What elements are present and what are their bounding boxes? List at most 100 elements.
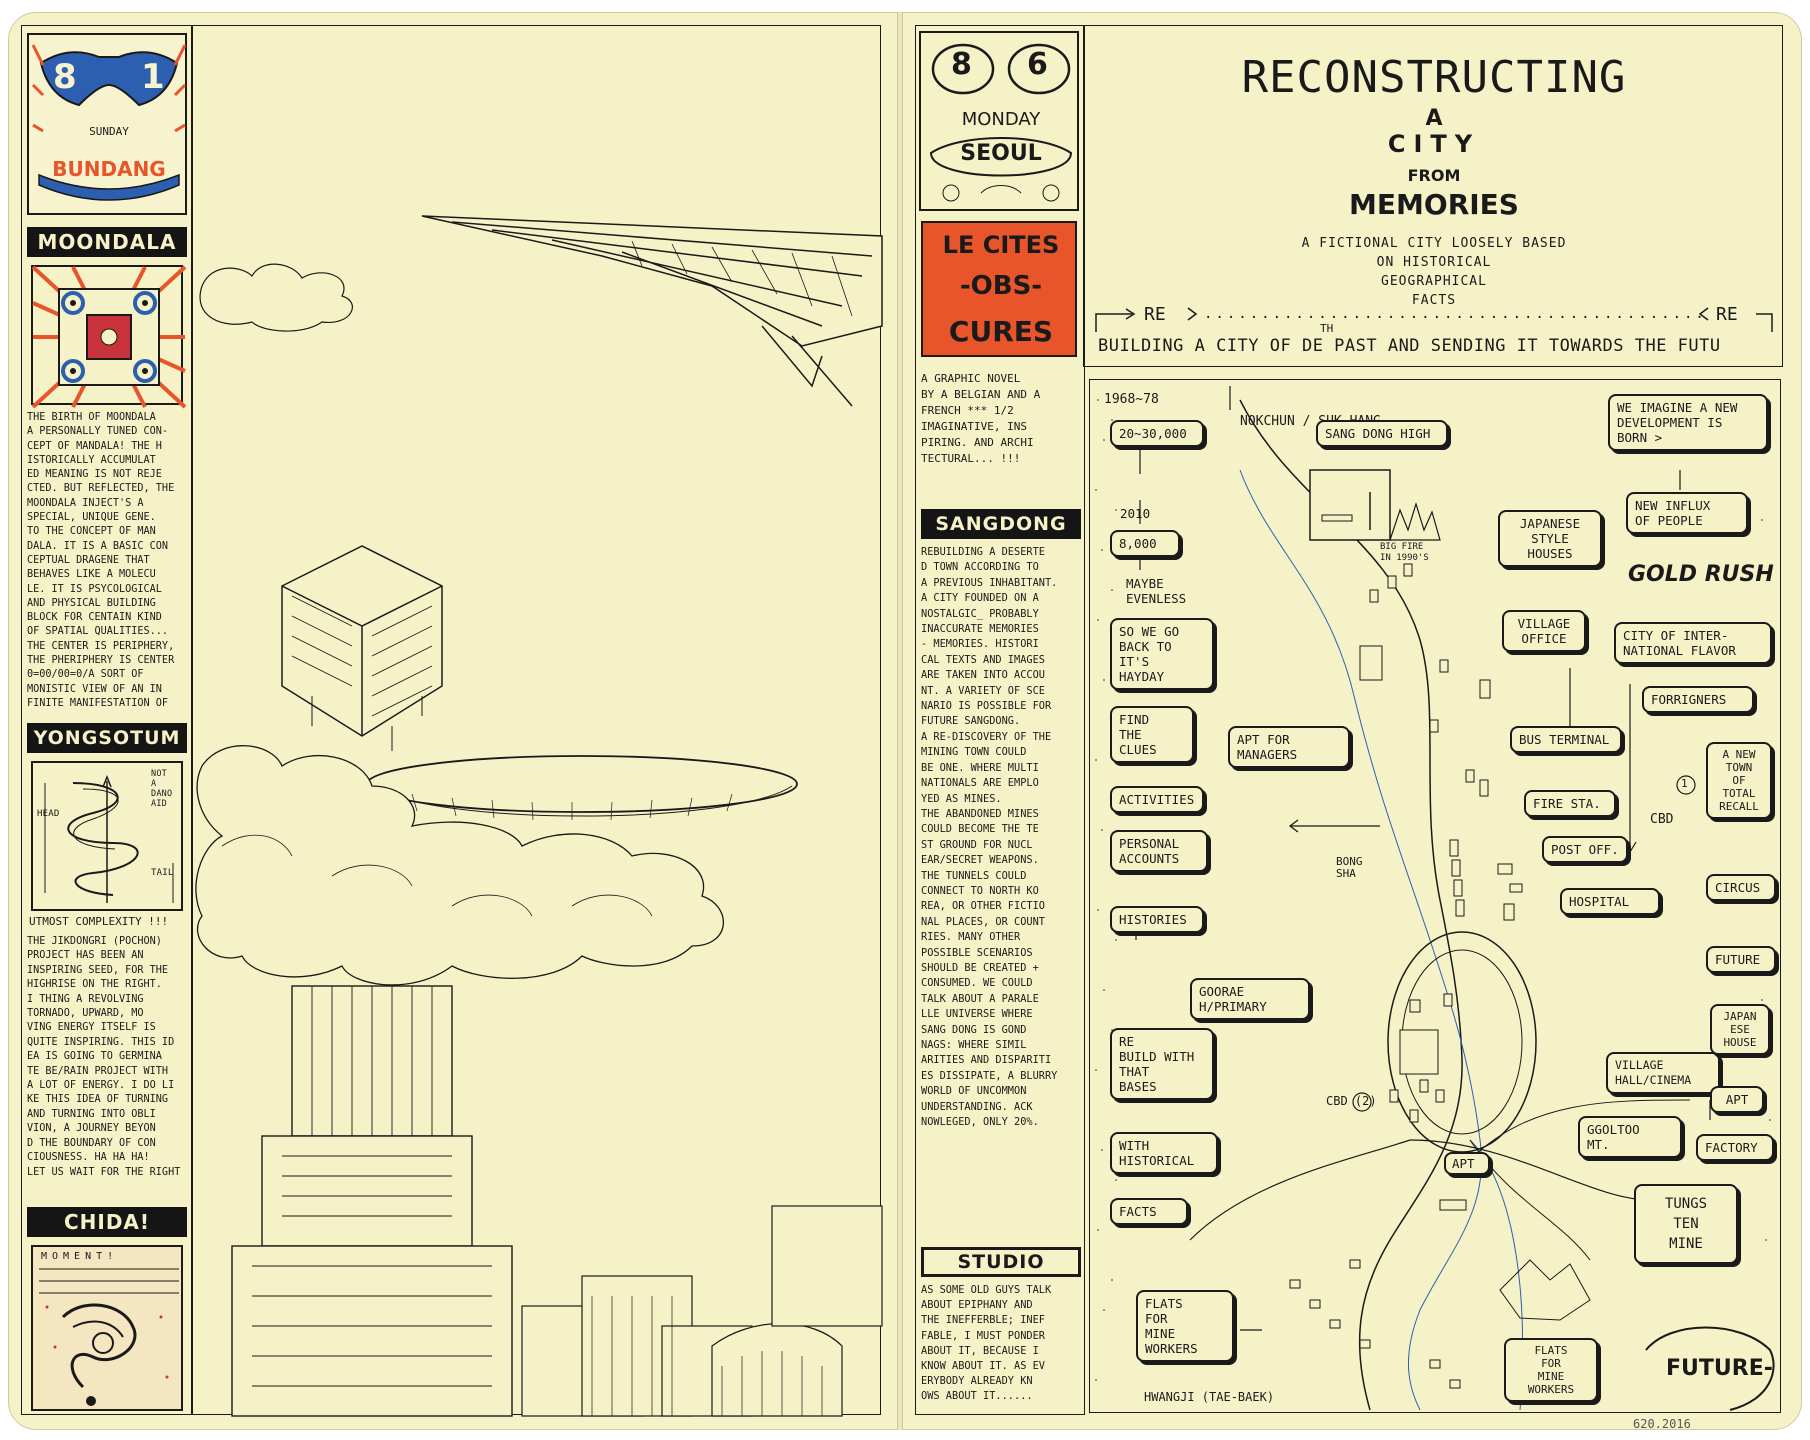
- illustration-frame: [191, 25, 883, 1417]
- seoul-label: SEOUL: [960, 141, 1042, 166]
- village-hall-label[interactable]: VILLAGE HALL/CINEMA: [1606, 1052, 1720, 1094]
- yongsotum-heading: YONGSOTUM: [27, 723, 187, 753]
- title-reconstructing: RECONSTRUCTING: [1241, 52, 1627, 103]
- gold-rush-label: GOLD RUSH: [1628, 562, 1774, 587]
- hospital-label[interactable]: HOSPITAL: [1560, 888, 1660, 915]
- total-recall-label[interactable]: A NEW TOWN OF TOTAL RECALL: [1706, 742, 1772, 819]
- new-development-label[interactable]: WE IMAGINE A NEW DEVELOPMENT IS BORN >: [1608, 394, 1768, 451]
- circus-label[interactable]: CIRCUS: [1706, 874, 1776, 901]
- village-office-label[interactable]: VILLAGE OFFICE: [1502, 610, 1586, 652]
- future-swoosh-label: FUTURE-: [1666, 1356, 1773, 1381]
- post-office-label[interactable]: POST OFF.: [1542, 836, 1628, 863]
- timeline-rebuild[interactable]: RE BUILD WITH THAT BASES: [1110, 1028, 1214, 1100]
- date-badge-monday: 8 6 MONDAY SEOUL: [919, 31, 1079, 211]
- sangdong-text: REBUILDING A DESERTE D TOWN ACCORDING TO…: [921, 546, 1058, 1129]
- chida-heading: CHIDA!: [27, 1207, 187, 1237]
- factory-label[interactable]: FACTORY: [1696, 1134, 1774, 1161]
- tungsten-mine-label[interactable]: TUNGS TEN MINE: [1634, 1184, 1738, 1264]
- apt-managers-label[interactable]: APT for MANAGERS: [1228, 726, 1350, 768]
- le-cites-line3: CURES: [948, 315, 1054, 348]
- ggoltoo-label[interactable]: GGOLTOO MT.: [1578, 1116, 1682, 1158]
- fire-station-label[interactable]: FIRE STA.: [1524, 790, 1616, 817]
- foreigners-label[interactable]: FORRIGNERS: [1642, 686, 1754, 713]
- timeline-8000[interactable]: 8,000: [1110, 530, 1180, 557]
- timeline-with-historical[interactable]: WITH HISTORICAL: [1110, 1132, 1218, 1174]
- apt-center-label[interactable]: APT: [1444, 1152, 1490, 1175]
- left-column-frame: [21, 25, 193, 1415]
- moondala-drawing: [31, 265, 187, 409]
- re-right: RE: [1716, 304, 1738, 325]
- big-fire-label: BIG FIRE IN 1990'S: [1380, 542, 1429, 563]
- future-box-label[interactable]: FUTURE: [1706, 946, 1776, 973]
- japanese-houses-label[interactable]: JAPANESE STYLE HOUSES: [1498, 510, 1602, 567]
- bus-terminal-label[interactable]: BUS TERMINAL: [1510, 726, 1622, 753]
- right-column-frame: [915, 25, 1085, 1415]
- new-influx-label[interactable]: NEW INFLUX OF PEOPLE: [1626, 492, 1748, 534]
- le-cites-obscures-title: LE CITES -OBS- CURES: [921, 221, 1077, 357]
- chida-drawing: MOMENT!: [31, 1245, 183, 1411]
- catalog-number: 620.2016: [1633, 1417, 1691, 1431]
- tagline-th: TH: [1320, 322, 1334, 335]
- title-block: RECONSTRUCTING A CITY FROM MEMORIES A FI…: [1083, 25, 1783, 367]
- re-arrows: [1095, 307, 1773, 332]
- seoul-badge-drawing: [929, 43, 1073, 202]
- title-a: A: [1425, 106, 1443, 131]
- dotted-connector: ........................................…: [1204, 306, 1704, 322]
- apt-right-label[interactable]: APT: [1710, 1086, 1764, 1113]
- weekday-label: SUNDAY: [89, 125, 129, 138]
- cbd-1-label: 1: [1681, 777, 1688, 790]
- title-memories: MEMORIES: [1349, 188, 1519, 221]
- cbd-2-label: CBD (2): [1326, 1094, 1377, 1108]
- cbd-label: CBD: [1650, 812, 1674, 827]
- hwangji-label: HWANGJI (TAE-BAEK): [1144, 1390, 1275, 1404]
- spiral-diagram: [44, 774, 174, 903]
- subtitle: A FICTIONAL CITY LOOSELY BASED ON HISTOR…: [1301, 236, 1567, 308]
- timeline-maybe-evenless: MAYBE EVENLESS: [1126, 576, 1187, 606]
- sangdong-high-label[interactable]: SANG DONG HIGH: [1316, 420, 1448, 447]
- timeline-1968: 1968~78: [1104, 392, 1159, 407]
- re-left: RE: [1144, 304, 1166, 325]
- flats-mine-workers-red-label[interactable]: FLATS FOR MINE WORKERS: [1504, 1338, 1598, 1402]
- tail-label: TAIL: [151, 868, 174, 878]
- yongsotum-drawing: HEAD NOT A DANO AID TAIL: [31, 761, 183, 911]
- moondala-heading: MOONDALA: [27, 227, 187, 257]
- mandala-icon: [31, 265, 187, 409]
- monday-left-digit: 8: [951, 47, 972, 82]
- international-city-label[interactable]: CITY OF INTER- NATIONAL FLAVOR: [1614, 622, 1772, 664]
- timeline-2010: 2010: [1120, 506, 1151, 521]
- bundang-badge-drawing: [31, 44, 187, 201]
- monday-right-digit: 6: [1027, 47, 1048, 82]
- timeline-histories[interactable]: HISTORIES: [1110, 906, 1204, 933]
- monday-label: MONDAY: [961, 109, 1041, 130]
- moondala-text: THE BIRTH OF MOONDALA A PERSONALLY TUNED…: [27, 412, 175, 709]
- date-right-digit: 1: [141, 57, 165, 97]
- timeline-find-clues[interactable]: FIND THE CLUES: [1110, 706, 1194, 763]
- timeline-go-back[interactable]: SO WE GO BACK TO IT'S HAYDAY: [1110, 618, 1214, 690]
- timeline-personal-accounts[interactable]: PERSONAL ACCOUNTS: [1110, 830, 1208, 872]
- timeline-facts[interactable]: FACTS: [1110, 1198, 1188, 1225]
- title-from: FROM: [1407, 166, 1461, 185]
- place-label: BUNDANG: [52, 157, 166, 181]
- tagline: BUILDING A CITY OF DE PAST AND SENDING I…: [1098, 336, 1721, 356]
- utmost-complexity-caption: UTMOST COMPLEXITY !!!: [29, 915, 169, 928]
- yongsotum-text: THE JIKDONGRI (POCHON) PROJECT HAS BEEN …: [27, 936, 181, 1178]
- timeline-activities[interactable]: ACTIVITIES: [1110, 786, 1204, 813]
- goorae-primary-label[interactable]: GOORAE H/PRIMARY: [1190, 978, 1310, 1020]
- scribble-face-drawing: [39, 1268, 179, 1406]
- date-badge-sunday: 8 1 SUNDAY BUNDANG: [27, 33, 187, 215]
- sangdong-heading: SANGDONG: [921, 509, 1081, 539]
- not-a-dano-label: NOT A DANO AID: [151, 769, 173, 809]
- le-cites-line2: -OBS-: [959, 271, 1043, 301]
- title-city: CITY: [1387, 130, 1481, 158]
- timeline-20-30000[interactable]: 20~30,000: [1110, 420, 1204, 447]
- studio-text: AS SOME OLD GUYS TALK ABOUT EPIPHANY AND…: [921, 1284, 1052, 1403]
- head-label: HEAD: [37, 809, 60, 819]
- date-left-digit: 8: [53, 57, 77, 97]
- japanese-house-label[interactable]: JAPAN ESE HOUSE: [1710, 1004, 1770, 1055]
- map-frame: 1968~78 20~30,000 2010 8,000 MAYBE EVENL…: [1089, 379, 1781, 1413]
- le-cites-line1: LE CITES: [942, 231, 1060, 259]
- right-page: 8 6 MONDAY SEOUL LE CITES -OBS- CURES A …: [902, 12, 1802, 1431]
- timeline-flats-mine-workers[interactable]: FLATS FOR MINE WORKERS: [1136, 1290, 1234, 1362]
- floating-city-illustration: [195, 215, 883, 1417]
